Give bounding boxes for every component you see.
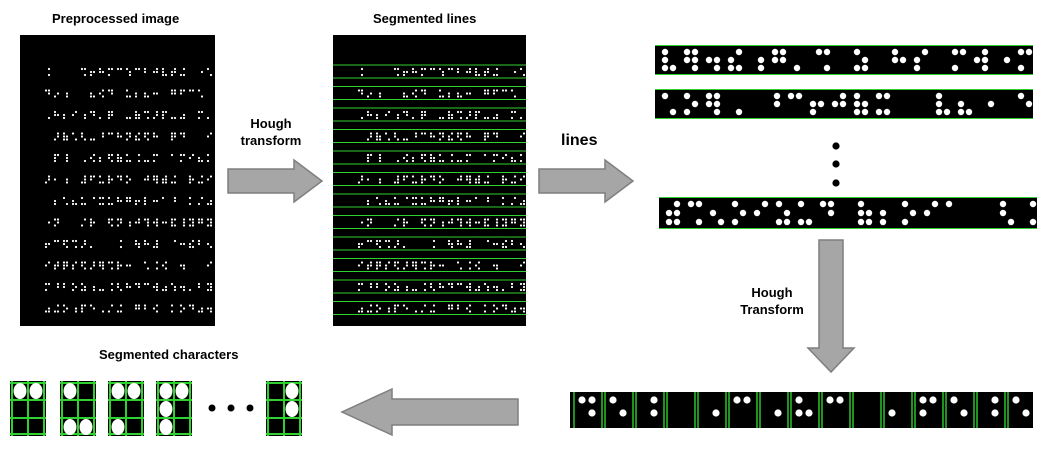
lines-label: lines xyxy=(561,132,598,149)
character-cell xyxy=(108,381,144,436)
braille-character xyxy=(156,381,192,436)
segmented-lines-image xyxy=(333,35,526,326)
hough-transform-label-1: Hough transform xyxy=(241,115,302,149)
character-cell xyxy=(156,381,192,436)
hough-transform-label-2: Hough Transform xyxy=(740,284,804,318)
character-cell xyxy=(10,381,46,436)
character-cell xyxy=(266,381,302,436)
segmented-characters-title: Segmented characters xyxy=(99,347,239,362)
line-strip-1 xyxy=(655,45,1033,75)
right-arrow-1 xyxy=(227,158,324,204)
vertical-ellipsis-icon xyxy=(832,142,840,187)
left-arrow xyxy=(340,387,519,437)
preprocessed-braille-dots xyxy=(44,67,213,313)
preprocessed-image xyxy=(20,35,215,326)
preprocessed-image-title: Preprocessed image xyxy=(52,11,180,26)
horizontal-ellipsis-icon xyxy=(208,404,254,412)
braille-character xyxy=(10,381,46,436)
line-strip-3 xyxy=(659,197,1037,229)
segmented-braille-lines xyxy=(333,64,526,315)
transform-label-word: Transform xyxy=(740,302,804,317)
down-arrow xyxy=(806,239,856,374)
hough-label-word: Hough xyxy=(250,116,292,131)
character-segment-lines xyxy=(573,392,1030,428)
segmented-lines-title: Segmented lines xyxy=(373,11,477,26)
line-strip-dots xyxy=(661,48,1033,72)
transform-label-word: transform xyxy=(240,133,302,148)
braille-character xyxy=(60,381,96,436)
braille-character xyxy=(266,381,302,436)
line-strip-2 xyxy=(655,89,1033,119)
line-strip-dots xyxy=(661,92,1033,116)
braille-character xyxy=(108,381,144,436)
line-strip-dots xyxy=(665,200,1037,226)
character-cell xyxy=(60,381,96,436)
right-arrow-2 xyxy=(538,158,635,204)
hough-label-word: Hough xyxy=(751,285,793,300)
segmented-character-strip xyxy=(570,392,1033,428)
